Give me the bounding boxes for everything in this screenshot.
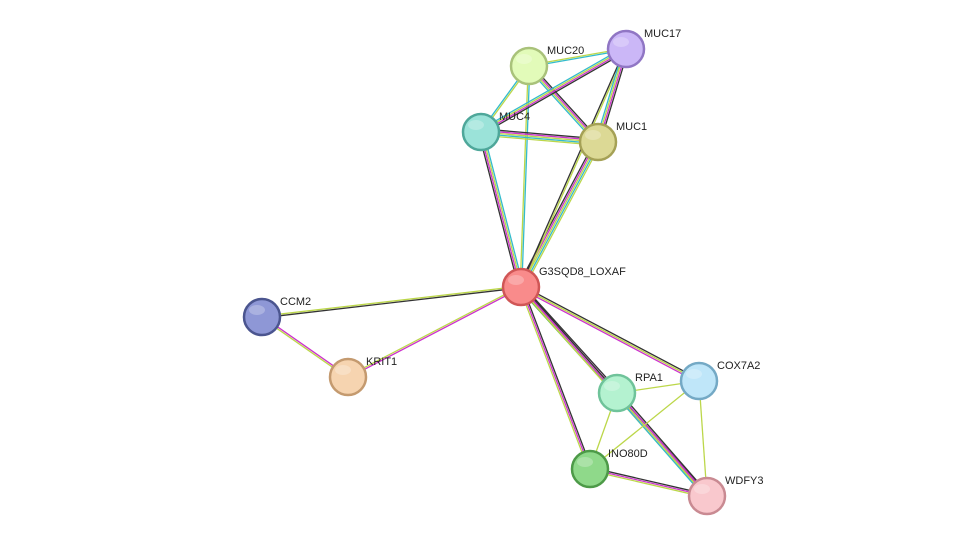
edge-strand-lime <box>481 131 523 287</box>
edge-strand-lime <box>519 65 529 287</box>
edge-strand-black <box>478 132 520 288</box>
edge-strand-black <box>519 48 626 287</box>
edge-g3sqd8-loxaf-ino80d <box>518 286 593 470</box>
node-highlight <box>335 365 351 375</box>
edge-strand-lime <box>521 49 628 288</box>
edge-strand-black <box>481 128 599 140</box>
edge-g3sqd8-loxaf-ccm2 <box>261 285 522 319</box>
node-highlight <box>516 54 532 64</box>
edge-muc4-muc1 <box>480 128 599 146</box>
node-highlight <box>468 120 484 130</box>
edge-strand-lime <box>347 285 521 377</box>
edge-strand-lime <box>480 134 598 146</box>
edge-strand-lime <box>589 380 700 470</box>
edge-strand-lime <box>480 47 626 132</box>
node-label-cox7a2: COX7A2 <box>717 360 760 372</box>
node-cox7a2[interactable] <box>679 361 719 401</box>
edge-strand-black <box>618 390 710 495</box>
node-label-ccm2: CCM2 <box>280 296 311 308</box>
node-muc20[interactable] <box>509 46 549 86</box>
node-rpa1[interactable] <box>597 373 637 413</box>
edge-strand-lime <box>520 141 599 288</box>
node-highlight <box>577 457 593 467</box>
node-highlight <box>508 275 524 285</box>
node-circle[interactable] <box>578 122 618 162</box>
edge-g3sqd8-loxaf-muc4 <box>478 131 524 288</box>
node-muc17[interactable] <box>606 29 646 69</box>
labels-layer: G3SQD8_LOXAF MUC20 MUC17MUC4MUC1CCM2KRIT1R… <box>280 28 764 487</box>
edge-strand-magenta <box>479 132 521 288</box>
node-highlight <box>585 130 601 140</box>
node-label-muc1: MUC1 <box>616 121 647 133</box>
node-highlight <box>604 381 620 391</box>
edge-strand-black <box>481 50 628 135</box>
edge-strand-magenta <box>348 287 522 379</box>
nodes-layer <box>242 29 727 516</box>
edge-strand-cyan <box>521 66 531 288</box>
node-highlight <box>249 305 265 315</box>
edge-g3sqd8-loxaf-muc17 <box>519 48 628 288</box>
edge-strand-magenta <box>520 286 591 470</box>
edge-g3sqd8-loxaf-muc20 <box>519 65 531 288</box>
edge-strand-lime <box>520 286 700 382</box>
node-highlight <box>613 37 629 47</box>
node-label-rpa1: RPA1 <box>635 372 663 384</box>
edge-strand-lime <box>523 143 602 289</box>
edge-ino80d-wdfy3 <box>589 466 708 499</box>
node-circle[interactable] <box>242 297 282 337</box>
node-highlight <box>686 369 702 379</box>
node-muc4[interactable] <box>461 112 501 152</box>
node-g3sqd8-loxaf[interactable] <box>501 267 541 307</box>
node-label-krit1: KRIT1 <box>366 356 397 368</box>
node-label-muc20: MUC20 <box>547 45 584 57</box>
edge-strand-black <box>590 466 708 496</box>
edge-g3sqd8-loxaf-cox7a2 <box>519 285 701 383</box>
edge-strand-black <box>521 285 701 381</box>
edge-strand-black <box>521 286 593 469</box>
node-circle[interactable] <box>687 476 727 516</box>
edge-strand-lime <box>261 285 521 317</box>
edge-strand-magenta <box>481 49 627 134</box>
edge-strand-magenta <box>617 392 709 496</box>
node-circle[interactable] <box>509 46 549 86</box>
node-circle[interactable] <box>679 361 719 401</box>
edge-strand-magenta <box>481 129 599 142</box>
node-circle[interactable] <box>606 29 646 69</box>
edge-strand-lime <box>480 131 599 143</box>
edge-strand-magenta <box>589 468 708 497</box>
edge-strand-lime <box>615 393 707 497</box>
edge-strand-cyan <box>521 142 600 289</box>
node-circle[interactable] <box>570 449 610 489</box>
node-circle[interactable] <box>461 112 501 152</box>
edge-rpa1-wdfy3 <box>614 390 710 499</box>
edge-strand-cyan <box>479 46 626 131</box>
edge-strand-lime <box>589 469 707 499</box>
node-ino80d[interactable] <box>570 449 610 489</box>
edge-strand-lime <box>518 287 590 470</box>
node-circle[interactable] <box>501 267 541 307</box>
node-highlight <box>694 484 710 494</box>
node-label-muc17: MUC17 <box>644 28 681 40</box>
edge-strand-cyan <box>482 131 524 287</box>
node-label-g3sqd8-loxaf: G3SQD8_LOXAF <box>539 266 626 278</box>
edge-strand-cyan <box>614 394 706 499</box>
node-label-ino80d: INO80D <box>608 448 648 460</box>
edge-muc17-muc4 <box>479 46 628 135</box>
edge-g3sqd8-loxaf-krit1 <box>347 285 522 379</box>
edge-strand-black <box>262 287 522 319</box>
node-wdfy3[interactable] <box>687 476 727 516</box>
node-label-muc4: MUC4 <box>499 111 530 123</box>
node-krit1[interactable] <box>328 357 368 397</box>
edge-strand-cyan <box>480 132 598 145</box>
node-label-wdfy3: WDFY3 <box>725 475 764 487</box>
edge-strand-black <box>522 284 620 392</box>
node-circle[interactable] <box>328 357 368 397</box>
edge-cox7a2-ino80d <box>589 380 700 470</box>
edge-strand-magenta <box>519 287 699 383</box>
node-circle[interactable] <box>597 373 637 413</box>
node-muc1[interactable] <box>578 122 618 162</box>
node-ccm2[interactable] <box>242 297 282 337</box>
